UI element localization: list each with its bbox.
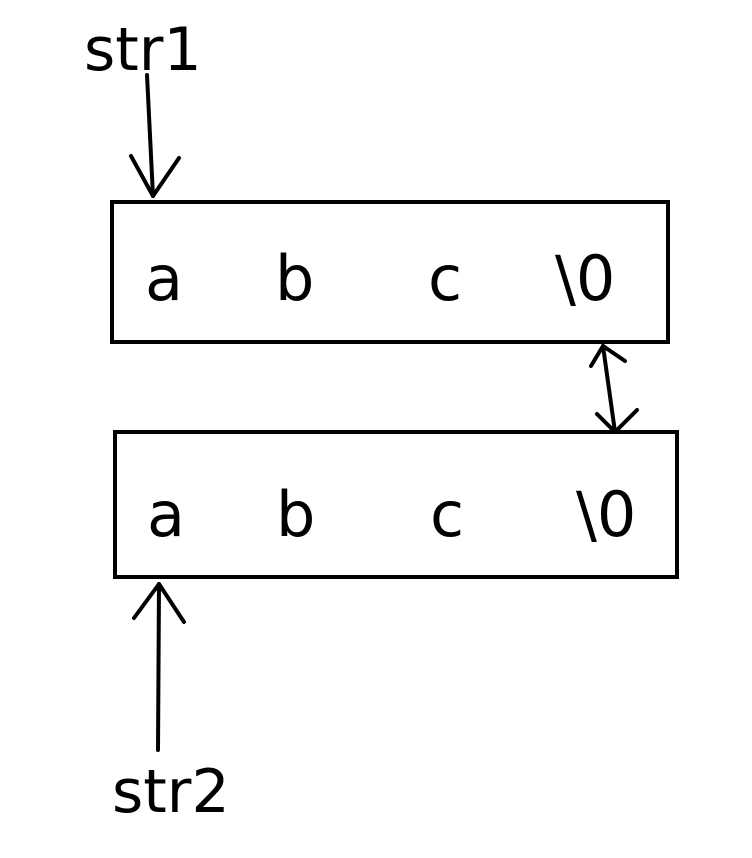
str1-label: str1 xyxy=(84,15,202,85)
bottom-array-cell: c xyxy=(430,478,464,551)
str1-pointer-arrow xyxy=(129,73,181,198)
top-array-cell: \0 xyxy=(555,242,615,315)
compare-double-arrow xyxy=(589,344,639,434)
bottom-array-cell: b xyxy=(276,478,315,551)
top-array: a b c \0 xyxy=(110,200,670,344)
top-array-cell: a xyxy=(145,242,183,315)
top-array-box xyxy=(110,200,670,344)
top-array-cell: c xyxy=(428,242,462,315)
top-array-cell: b xyxy=(275,242,314,315)
bottom-array-cell: a xyxy=(147,478,185,551)
bottom-array-box xyxy=(113,430,679,579)
bottom-array: a b c \0 xyxy=(113,430,679,579)
str2-label: str2 xyxy=(112,757,230,827)
str2-pointer-arrow xyxy=(132,582,186,752)
bottom-array-cell: \0 xyxy=(576,478,636,551)
